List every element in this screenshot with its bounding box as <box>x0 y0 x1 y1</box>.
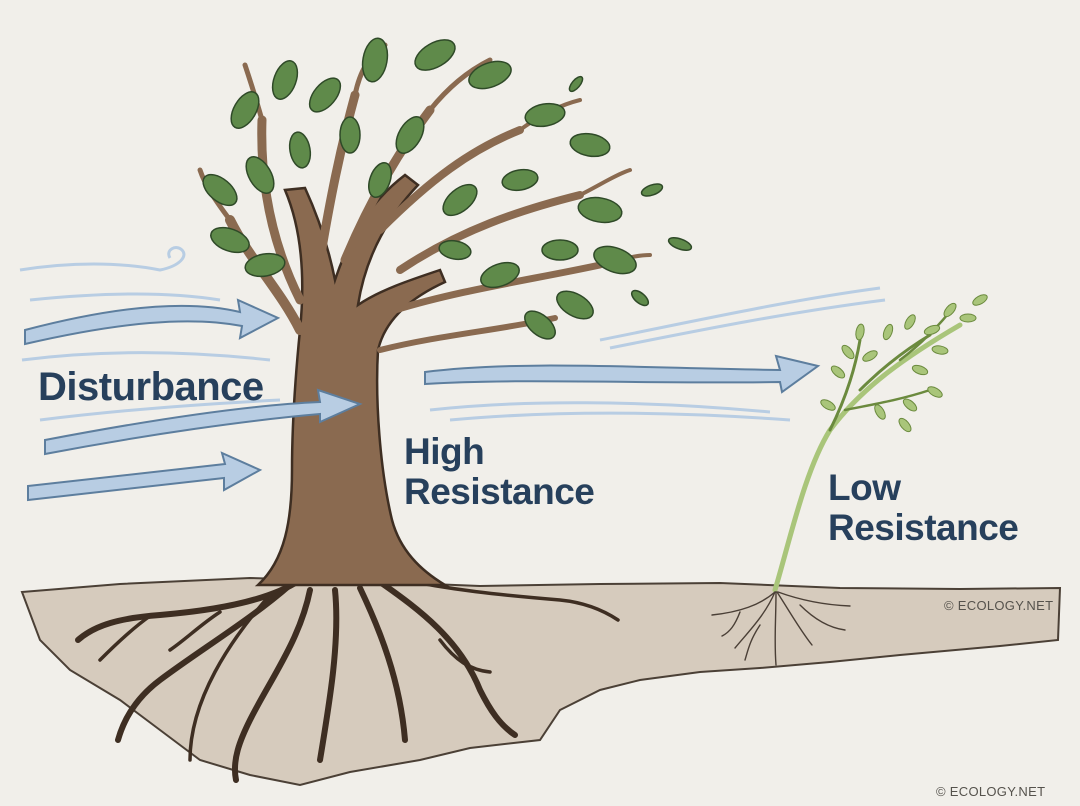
sapling-roots <box>711 591 851 666</box>
tree-roots <box>75 576 620 783</box>
high-resistance-label: High Resistance <box>404 431 595 512</box>
wind-arrows <box>19 246 886 502</box>
tree-trunk <box>254 173 450 587</box>
copyright-credit: © ECOLOGY.NET <box>944 598 1054 613</box>
low-resistance-label: Low Resistance <box>828 467 1019 548</box>
low-resistance-line-2: Resistance <box>828 506 1019 548</box>
low-resistance-line-1: Low <box>828 467 901 508</box>
copyright-credit-corner: © ECOLOGY.NET <box>936 784 1046 799</box>
disturbance-label: Disturbance <box>38 365 264 409</box>
sapling <box>772 294 988 593</box>
tree-leaves <box>202 37 637 340</box>
disturbance-label-text: Disturbance <box>38 365 264 409</box>
high-resistance-line-1: High <box>404 431 485 472</box>
falling-leaves <box>568 75 693 307</box>
ground <box>20 576 1062 787</box>
high-resistance-line-2: Resistance <box>404 470 595 512</box>
